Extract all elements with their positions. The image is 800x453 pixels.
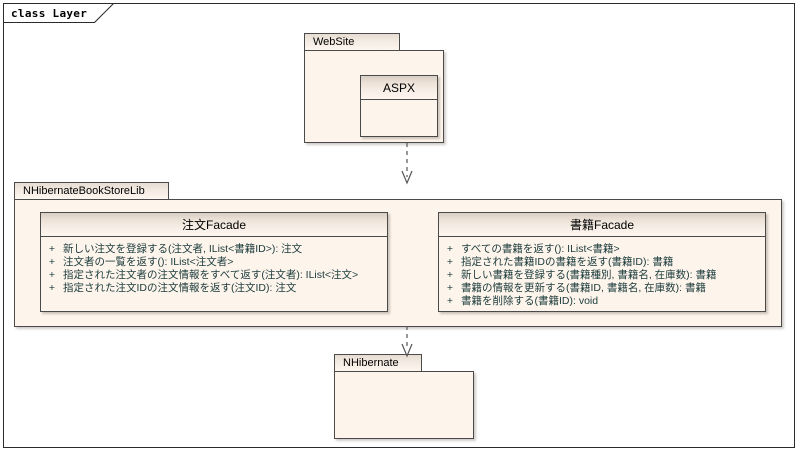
package-nhibernatebookstorelib-tab: NHibernateBookStoreLib: [14, 182, 169, 199]
operation-signature: 新しい注文を登録する(注文者, IList<書籍ID>): 注文: [63, 243, 303, 255]
operation-visibility: +: [48, 282, 56, 294]
operation-row: + すべての書籍を返す(): IList<書籍>: [439, 241, 765, 255]
operation-row: + 指定された注文者の注文情報をすべて返す(注文者): IList<注文>: [41, 267, 387, 281]
operation-signature: 書籍を削除する(書籍ID): void: [461, 295, 599, 307]
package-nhibernate[interactable]: NHibernate: [334, 354, 474, 439]
operation-row: + 注文者の一覧を返す(): IList<注文者>: [41, 254, 387, 268]
package-nhibernatebookstorelib[interactable]: NHibernateBookStoreLib 注文Facade + 新しい注文を…: [14, 182, 782, 327]
operation-row: + 書籍の情報を更新する(書籍ID, 書籍名, 在庫数): 書籍: [439, 280, 765, 294]
operation-visibility: +: [48, 243, 56, 255]
package-website-label: WebSite: [313, 36, 355, 48]
package-nhibernate-tab: NHibernate: [334, 354, 422, 371]
class-shoseki-facade-name: 書籍Facade: [439, 213, 765, 237]
package-nhibernate-label: NHibernate: [343, 357, 399, 369]
operation-visibility: +: [446, 269, 454, 281]
package-website-tab: WebSite: [304, 33, 400, 50]
operation-signature: 指定された注文者の注文情報をすべて返す(注文者): IList<注文>: [63, 269, 359, 281]
package-website[interactable]: WebSite ASPX: [304, 33, 444, 143]
dependency-website-to-lib: [401, 143, 413, 185]
frame-label: class Layer: [11, 6, 88, 20]
frame-tab-corner-icon: [94, 3, 115, 23]
operation-visibility: +: [446, 282, 454, 294]
operation-visibility: +: [446, 243, 454, 255]
operation-signature: 指定された注文IDの注文情報を返す(注文ID): 注文: [63, 282, 297, 294]
class-chumon-facade[interactable]: 注文Facade + 新しい注文を登録する(注文者, IList<書籍ID>):…: [40, 212, 388, 312]
class-aspx[interactable]: ASPX: [360, 75, 438, 137]
operation-visibility: +: [48, 269, 56, 281]
operation-row: + 指定された書籍IDの書籍を返す(書籍ID): 書籍: [439, 254, 765, 268]
class-aspx-name: ASPX: [361, 76, 437, 100]
operation-visibility: +: [446, 256, 454, 268]
class-shoseki-facade-operations: + すべての書籍を返す(): IList<書籍> + 指定された書籍IDの書籍を…: [439, 237, 765, 310]
operation-signature: 書籍の情報を更新する(書籍ID, 書籍名, 在庫数): 書籍: [461, 282, 706, 294]
operation-row: + 書籍を削除する(書籍ID): void: [439, 293, 765, 307]
operation-row: + 新しい注文を登録する(注文者, IList<書籍ID>): 注文: [41, 241, 387, 255]
operation-row: + 新しい書籍を登録する(書籍種別, 書籍名, 在庫数): 書籍: [439, 267, 765, 281]
class-aspx-operations: [361, 100, 437, 150]
operation-signature: 注文者の一覧を返す(): IList<注文者>: [63, 256, 234, 268]
operation-row: + 指定された注文IDの注文情報を返す(注文ID): 注文: [41, 280, 387, 294]
package-nhibernatebookstorelib-label: NHibernateBookStoreLib: [23, 185, 145, 197]
package-nhibernatebookstorelib-body: 注文Facade + 新しい注文を登録する(注文者, IList<書籍ID>):…: [14, 199, 782, 327]
class-chumon-facade-operations: + 新しい注文を登録する(注文者, IList<書籍ID>): 注文 + 注文者…: [41, 237, 387, 297]
class-chumon-facade-name: 注文Facade: [41, 213, 387, 237]
frame-label-tab: class Layer: [4, 3, 115, 23]
package-nhibernate-body: [334, 371, 474, 439]
operation-signature: すべての書籍を返す(): IList<書籍>: [461, 243, 620, 255]
operation-signature: 新しい書籍を登録する(書籍種別, 書籍名, 在庫数): 書籍: [461, 269, 717, 281]
dependency-lib-to-nhibernate: [401, 326, 413, 358]
operation-visibility: +: [446, 295, 454, 307]
class-shoseki-facade[interactable]: 書籍Facade + すべての書籍を返す(): IList<書籍> + 指定され…: [438, 212, 766, 312]
operation-signature: 指定された書籍IDの書籍を返す(書籍ID): 書籍: [461, 256, 674, 268]
package-website-body: ASPX: [304, 50, 444, 143]
operation-visibility: +: [48, 256, 56, 268]
uml-frame: class Layer WebSite ASPX: [3, 3, 795, 448]
